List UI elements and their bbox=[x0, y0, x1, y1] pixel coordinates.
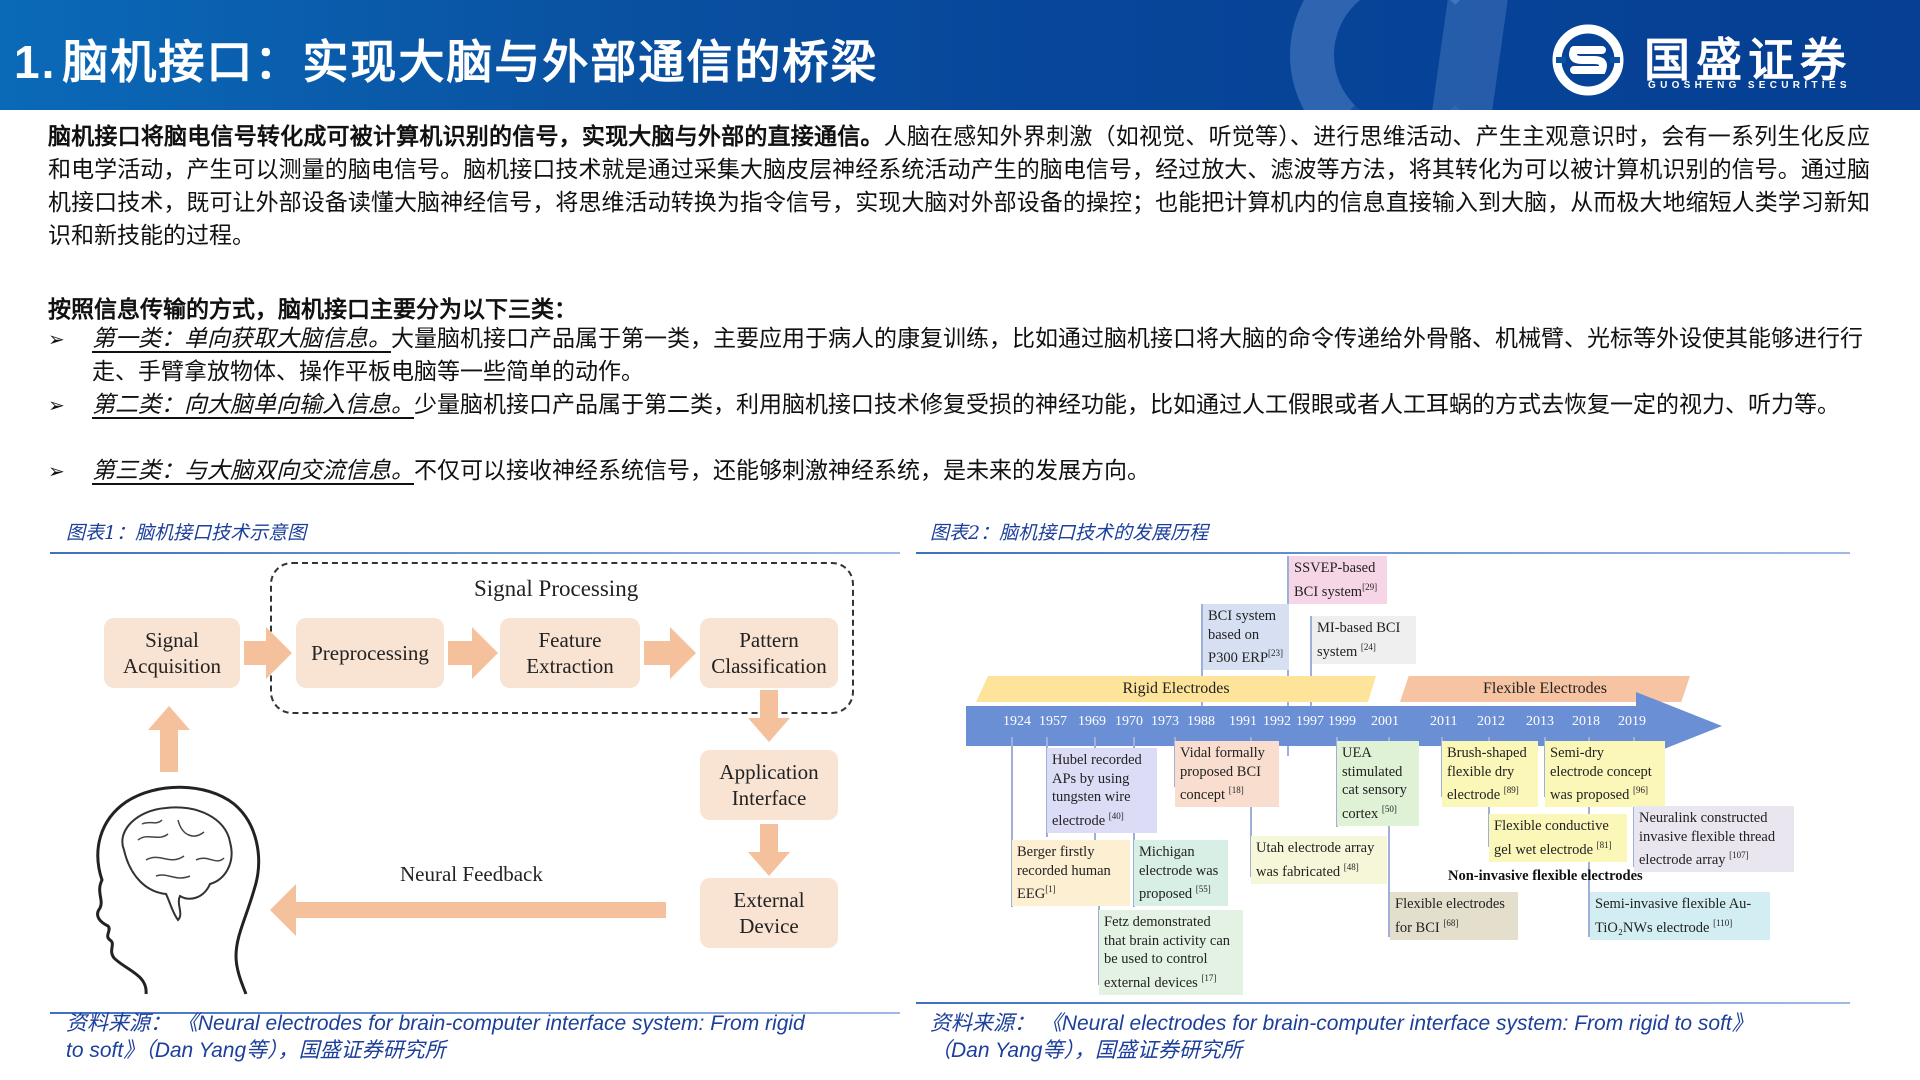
year-label: 1992 bbox=[1263, 714, 1291, 729]
year-label: 1970 bbox=[1115, 714, 1143, 729]
year-label: 1991 bbox=[1229, 714, 1257, 729]
figure1-top-rule bbox=[50, 552, 900, 554]
guosheng-logo-icon bbox=[1552, 24, 1624, 96]
bullet-lead: 第二类：向大脑单向输入信息。 bbox=[92, 392, 414, 418]
year-label: 1924 bbox=[1003, 714, 1031, 729]
arrow-bullet-icon: ➢ bbox=[48, 393, 65, 417]
year-label: 1999 bbox=[1328, 714, 1356, 729]
header-bar: 1.脑机接口：实现大脑与外部通信的桥梁 国盛证券 GUOSHENG SECURI… bbox=[0, 0, 1920, 110]
signal-processing-label: Signal Processing bbox=[474, 576, 639, 601]
bullet-lead: 第一类：单向获取大脑信息。 bbox=[92, 326, 391, 352]
company-logo: 国盛证券 GUOSHENG SECURITIES bbox=[1552, 14, 1892, 96]
year-label: 2001 bbox=[1371, 714, 1399, 729]
header-decoration bbox=[1290, 0, 1520, 110]
section-number: 1. bbox=[14, 36, 57, 88]
intro-paragraph: 脑机接口将脑电信号转化成可被计算机识别的信号，实现大脑与外部的直接通信。人脑在感… bbox=[48, 120, 1870, 253]
human-head-brain-icon bbox=[96, 785, 261, 995]
source-line: to soft》（Dan Yang等），国盛证券研究所 bbox=[66, 1039, 446, 1062]
figure2-source: 资料来源： 《Neural electrodes for brain-compu… bbox=[930, 1010, 1830, 1064]
bullet-text: 少量脑机接口产品属于第二类，利用脑机接口技术修复受损的神经功能，比如通过人工假眼… bbox=[414, 392, 1840, 418]
figure1-caption: 图表1：脑机接口技术示意图 bbox=[66, 522, 307, 544]
timeline-connector bbox=[1011, 737, 1013, 907]
figure2-bottom-rule bbox=[916, 1002, 1850, 1004]
page-title: 1.脑机接口：实现大脑与外部通信的桥梁 bbox=[14, 26, 878, 92]
logo-english-text: GUOSHENG SECURITIES bbox=[1648, 80, 1851, 91]
event-semiinvasive: Semi-invasive flexible Au-TiO₂NWs electr… bbox=[1590, 892, 1770, 940]
intro-text: 人脑在感知外界刺激（如视觉、听觉等）、进行思维活动、产生主观意识时，会有一系列生… bbox=[48, 124, 1871, 249]
figure1-bottom-rule bbox=[50, 1012, 900, 1014]
source-line: 资料来源： 《Neural electrodes for brain-compu… bbox=[930, 1012, 1753, 1035]
year-label: 1973 bbox=[1151, 714, 1179, 729]
year-label: 2018 bbox=[1572, 714, 1600, 729]
rigid-electrodes-band: Rigid Electrodes bbox=[976, 676, 1376, 702]
year-label: 1997 bbox=[1296, 714, 1324, 729]
figure2-top-rule bbox=[916, 552, 1850, 554]
year-label: 1969 bbox=[1078, 714, 1106, 729]
source-line: （Dan Yang等），国盛证券研究所 bbox=[930, 1039, 1242, 1062]
source-line: 资料来源： 《Neural electrodes for brain-compu… bbox=[66, 1012, 805, 1035]
bullet-item: ➢ 第三类：与大脑双向交流信息。不仅可以接收神经系统信号，还能够刺激神经系统，是… bbox=[48, 455, 1870, 488]
bullet-lead: 第三类：与大脑双向交流信息。 bbox=[92, 458, 414, 484]
logo-chinese-text: 国盛证券 bbox=[1644, 33, 1852, 87]
classification-heading: 按照信息传输的方式，脑机接口主要分为以下三类： bbox=[48, 296, 577, 323]
arrow-bullet-icon: ➢ bbox=[48, 459, 65, 483]
timeline-connector bbox=[1388, 737, 1390, 937]
timeline-connector bbox=[1201, 604, 1203, 716]
year-label: 2013 bbox=[1526, 714, 1554, 729]
year-label: 2011 bbox=[1430, 714, 1458, 729]
year-label: 2019 bbox=[1618, 714, 1646, 729]
flow-arrows bbox=[148, 627, 790, 936]
figure2-caption: 图表2：脑机接口技术的发展历程 bbox=[930, 522, 1209, 544]
neural-feedback-label: Neural Feedback bbox=[400, 862, 543, 886]
bullet-text: 大量脑机接口产品属于第一类，主要应用于病人的康复训练，比如通过脑机接口将大脑的命… bbox=[92, 326, 1863, 385]
arrow-bullet-icon: ➢ bbox=[48, 327, 65, 351]
bullet-item: ➢ 第一类：单向获取大脑信息。大量脑机接口产品属于第一类，主要应用于病人的康复训… bbox=[48, 323, 1870, 389]
title-text: 脑机接口：实现大脑与外部通信的桥梁 bbox=[62, 35, 879, 89]
figure1-source: 资料来源： 《Neural electrodes for brain-compu… bbox=[66, 1010, 886, 1064]
year-label: 2012 bbox=[1477, 714, 1505, 729]
bullet-item: ➢ 第二类：向大脑单向输入信息。少量脑机接口产品属于第二类，利用脑机接口技术修复… bbox=[48, 389, 1870, 422]
year-label: 1988 bbox=[1187, 714, 1215, 729]
preprocessing-box: Preprocessing bbox=[296, 618, 444, 688]
timeline-connector bbox=[1310, 616, 1312, 716]
year-label: 1957 bbox=[1039, 714, 1067, 729]
noninvasive-label: Non-invasive flexible electrodes bbox=[1448, 868, 1643, 884]
intro-bold-lead: 脑机接口将脑电信号转化成可被计算机识别的信号，实现大脑与外部的直接通信。 bbox=[48, 123, 884, 150]
bullet-text: 不仅可以接收神经系统信号，还能够刺激神经系统，是未来的发展方向。 bbox=[414, 458, 1150, 484]
